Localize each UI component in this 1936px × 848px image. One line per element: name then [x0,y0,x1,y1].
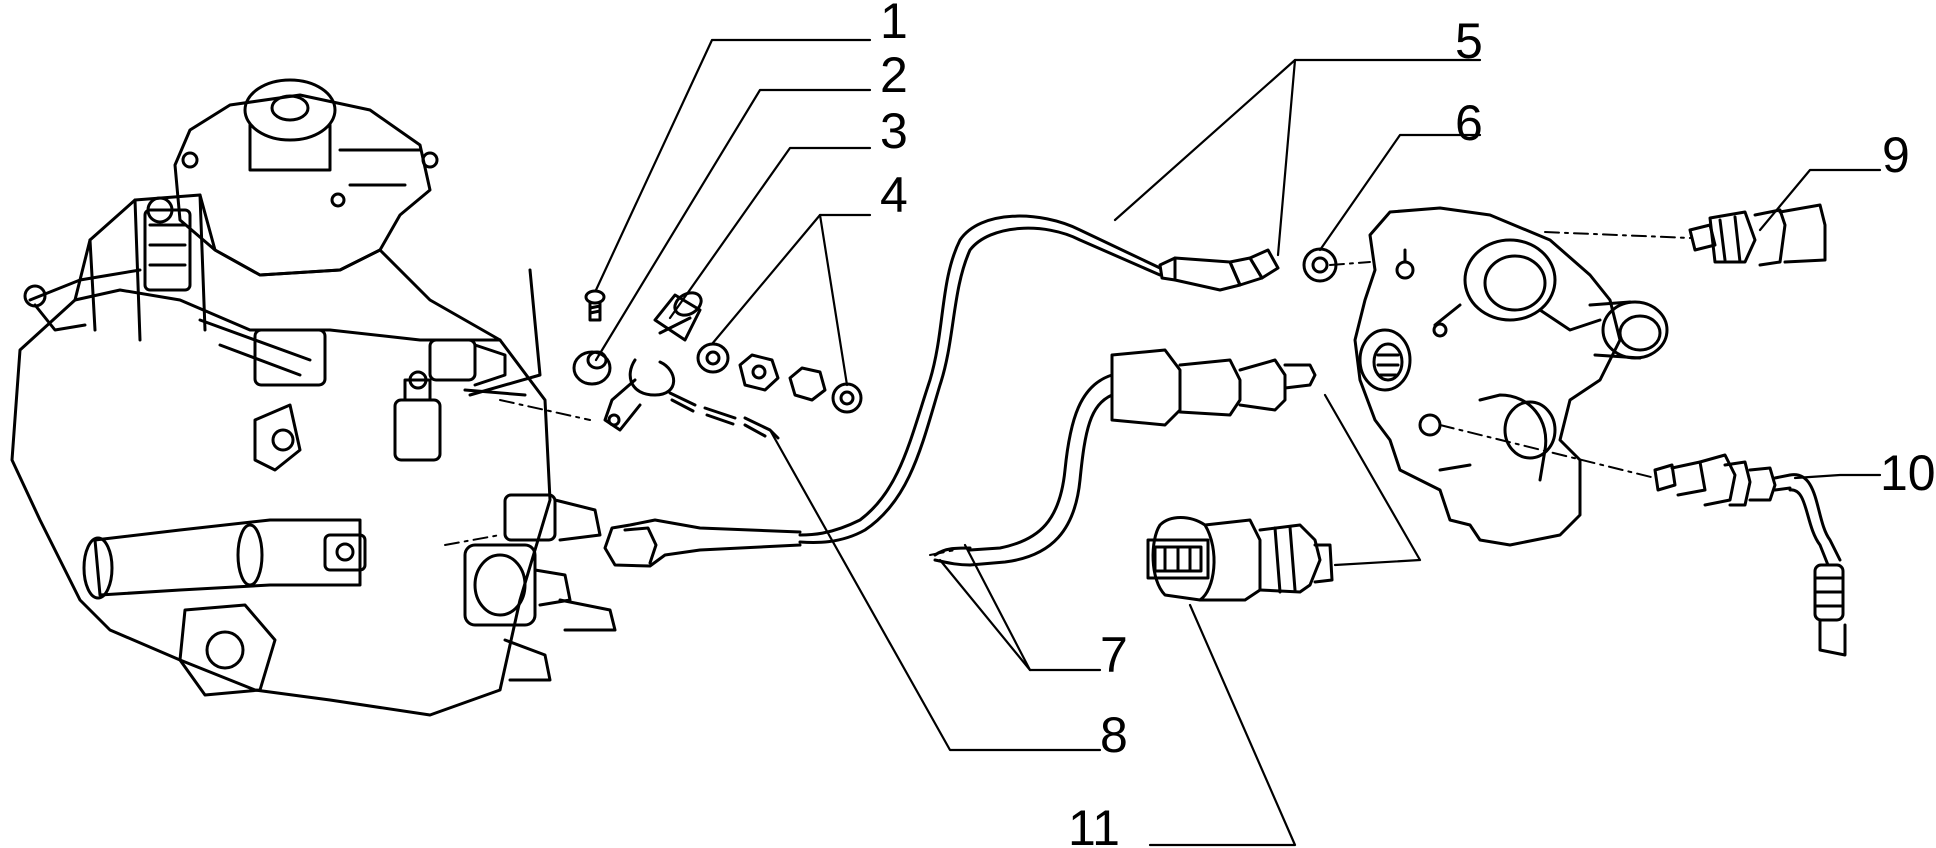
callout-6: 6 [1455,95,1483,151]
callout-labels: 1 2 3 4 5 6 7 8 9 10 11 [880,0,1936,848]
part-4-washer-b [831,382,863,414]
callout-9: 9 [1882,127,1910,183]
callout-2: 2 [880,47,908,103]
part-11-switch [1146,516,1334,602]
part-9-temp-sensor [1688,203,1827,267]
callout-10: 10 [1880,445,1936,501]
part-4-washer-a [696,342,730,374]
callout-1: 1 [880,0,908,49]
part-10-probe-sensor [1653,453,1847,657]
part-1-screw [584,289,606,322]
callout-8: 8 [1100,707,1128,763]
part-8-rod [668,391,780,440]
part-2-clamp [572,350,676,432]
injection-pump [10,78,617,717]
part-7-sensor [933,348,1317,567]
assembly-lines [444,231,1691,556]
part-3-sleeve [653,291,703,342]
small-parts [572,289,863,440]
part-5-sensor-lead [603,214,1280,568]
leader-lines [594,38,1882,847]
callout-7: 7 [1100,627,1128,683]
callout-5: 5 [1455,13,1483,69]
callout-11: 11 [1068,800,1120,848]
thermostat-housing [1353,206,1669,547]
part-nut-a [738,353,780,392]
callout-3: 3 [880,103,908,159]
part-nut-b [788,366,827,402]
callout-4: 4 [880,167,908,223]
